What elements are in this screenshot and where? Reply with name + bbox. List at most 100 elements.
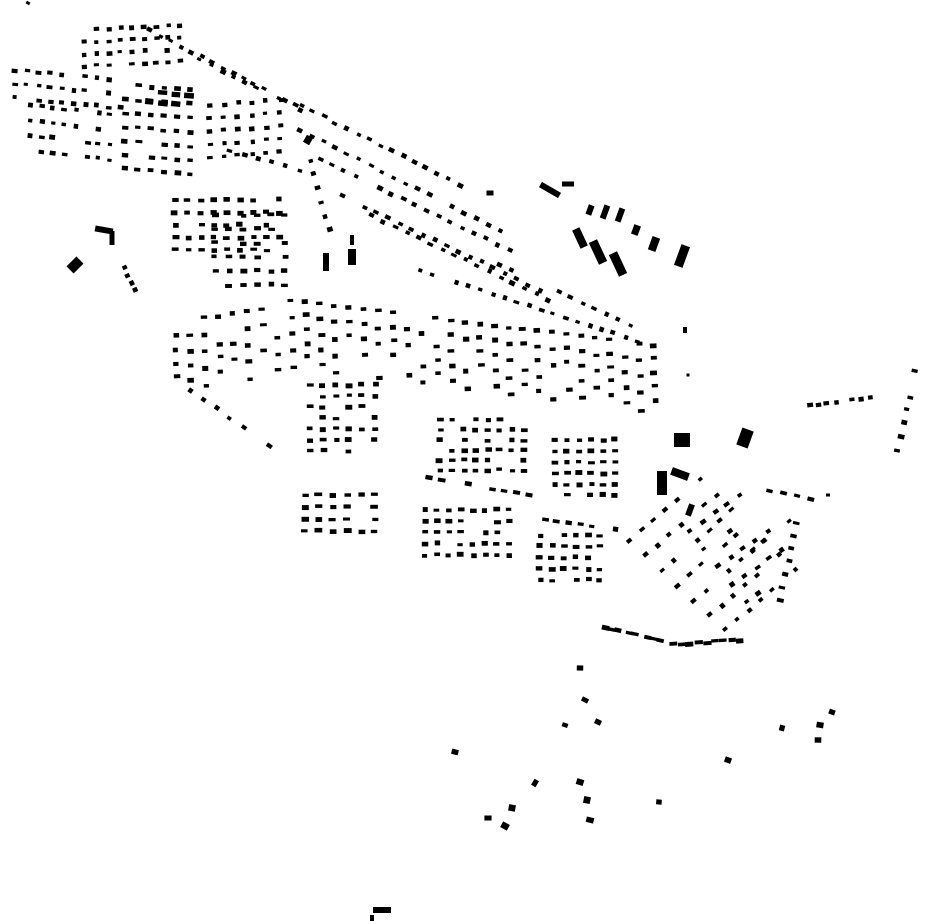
building — [368, 212, 375, 218]
building — [202, 365, 209, 372]
building — [303, 327, 310, 332]
building — [686, 373, 690, 377]
building — [360, 336, 368, 342]
building — [551, 471, 559, 476]
building — [47, 70, 53, 75]
building — [81, 39, 87, 44]
building — [157, 89, 168, 96]
building — [170, 210, 178, 216]
building — [437, 477, 446, 483]
building — [508, 267, 515, 273]
building — [743, 598, 750, 605]
building — [893, 448, 901, 453]
building — [588, 524, 595, 529]
building — [315, 301, 323, 306]
building — [485, 447, 492, 452]
building — [332, 353, 338, 359]
building — [227, 268, 233, 274]
building — [670, 467, 690, 481]
building — [121, 264, 128, 271]
building — [591, 335, 598, 340]
building — [345, 449, 352, 454]
building — [321, 113, 329, 119]
building — [728, 554, 735, 561]
building — [307, 448, 314, 453]
building — [472, 468, 479, 473]
building — [506, 326, 512, 330]
building — [445, 175, 451, 182]
building — [387, 190, 394, 198]
building — [518, 326, 526, 331]
building — [575, 470, 583, 475]
building — [240, 283, 247, 287]
building — [161, 142, 169, 148]
building — [319, 427, 326, 433]
building — [173, 374, 181, 379]
building — [550, 397, 557, 402]
building — [637, 409, 645, 413]
building — [134, 125, 141, 130]
building — [289, 331, 296, 336]
building — [506, 542, 512, 546]
building — [587, 470, 594, 475]
building — [576, 482, 583, 488]
building — [734, 616, 740, 622]
building — [117, 49, 122, 54]
building — [306, 404, 314, 408]
building — [234, 140, 240, 146]
building — [350, 235, 354, 245]
building — [245, 359, 253, 364]
building — [129, 36, 136, 42]
building — [447, 349, 455, 353]
building — [296, 127, 304, 134]
building — [814, 737, 822, 743]
building — [520, 341, 528, 346]
building — [706, 527, 713, 534]
building — [258, 307, 265, 311]
building — [505, 376, 513, 380]
building — [670, 557, 677, 564]
building — [806, 402, 814, 408]
building — [268, 159, 275, 165]
building — [493, 520, 501, 525]
building — [437, 468, 443, 473]
building — [201, 349, 208, 354]
building — [459, 225, 466, 231]
building — [585, 532, 592, 538]
building — [370, 529, 378, 534]
building — [552, 519, 560, 524]
building — [816, 721, 824, 729]
building — [262, 97, 268, 103]
building — [551, 460, 559, 465]
building — [70, 101, 77, 107]
building — [241, 79, 248, 86]
building — [59, 72, 65, 78]
building — [536, 542, 543, 548]
building — [867, 395, 873, 400]
building — [649, 370, 658, 376]
building — [565, 520, 573, 526]
building — [372, 427, 379, 431]
building — [221, 154, 227, 159]
building — [94, 40, 99, 45]
building — [93, 63, 100, 67]
building — [563, 332, 570, 336]
building — [36, 83, 42, 88]
building — [481, 540, 488, 546]
building — [161, 86, 167, 90]
building — [473, 417, 479, 422]
building — [607, 626, 616, 632]
building — [343, 528, 352, 534]
building — [598, 326, 605, 333]
building — [81, 64, 88, 70]
building — [411, 158, 419, 166]
building — [721, 626, 729, 632]
building — [359, 427, 365, 432]
building — [74, 107, 79, 112]
building — [823, 400, 830, 406]
building — [27, 133, 33, 139]
building — [281, 213, 288, 217]
building — [426, 241, 434, 248]
building — [173, 128, 180, 134]
building — [600, 471, 608, 477]
